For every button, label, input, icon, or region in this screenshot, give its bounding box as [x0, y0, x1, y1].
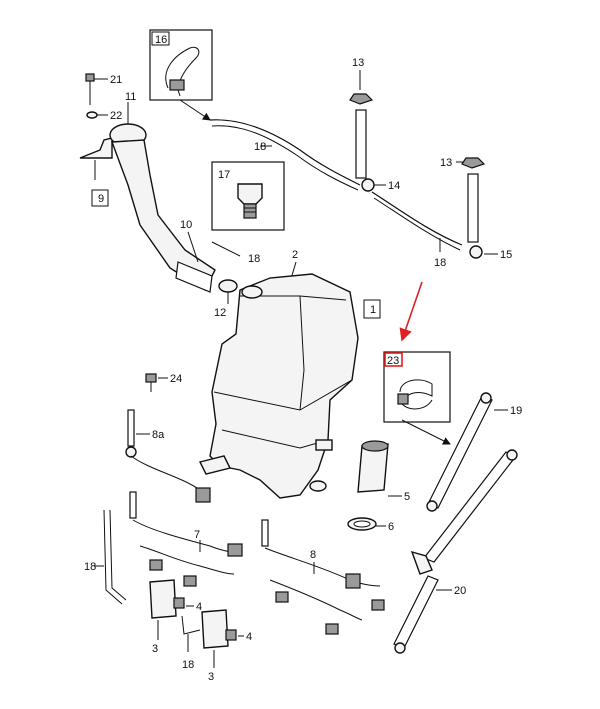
pump-5: 5 6: [347, 440, 410, 533]
callout-18-right: 18: [434, 257, 446, 269]
harness-7: 7: [129, 491, 243, 587]
callout-13-right: 13: [440, 157, 452, 169]
callout-4-upper: 4: [196, 601, 202, 613]
callout-8a: 8a: [152, 429, 165, 441]
callout-3-right: 3: [208, 671, 214, 683]
callout-4-lower: 4: [246, 631, 252, 643]
callout-21: 21: [110, 74, 122, 86]
callout-7: 7: [194, 529, 200, 541]
bolt-24: 24: [145, 373, 182, 392]
upper-hoses: 18 13 14 13 15 18: [209, 57, 512, 269]
callout-18-bottom: 18: [182, 659, 194, 671]
inset-fitting: 17 18: [211, 161, 285, 265]
callout-8: 8: [310, 549, 316, 561]
inset-cable-tie: 16: [149, 29, 213, 121]
callout-2: 2: [292, 249, 298, 261]
callout-22: 22: [110, 110, 122, 122]
callout-18-left: 18: [84, 561, 96, 573]
callout-14: 14: [388, 180, 400, 192]
callout-10: 10: [180, 219, 192, 231]
motors-3-4: 18 4 3 4 3 18: [84, 509, 252, 683]
callout-5: 5: [404, 491, 410, 503]
callout-24: 24: [170, 373, 182, 385]
callout-3-left: 3: [152, 643, 158, 655]
callout-12: 12: [214, 307, 226, 319]
callout-15: 15: [500, 249, 512, 261]
callout-11: 11: [125, 91, 136, 103]
callout-23: 23: [387, 355, 399, 367]
hoses-19-20: 19 20: [393, 392, 522, 654]
callout-6: 6: [388, 521, 394, 533]
washer-reservoir: 2 1: [198, 249, 381, 499]
highlighted-part-23: 23: [383, 281, 451, 445]
callout-1: 1: [370, 304, 376, 316]
callout-18-mid: 18: [248, 253, 260, 265]
callout-9: 9: [98, 193, 104, 205]
callout-17: 17: [218, 169, 230, 181]
callout-13-left: 13: [352, 57, 364, 69]
callout-18-top: 18: [254, 141, 266, 153]
filler-neck: 21 22 11 9 12 10: [79, 73, 238, 319]
callout-19: 19: [510, 405, 522, 417]
harness-8: 8: [261, 519, 385, 635]
level-sensor-8a: 8a: [125, 409, 211, 503]
callout-16: 16: [155, 34, 167, 46]
callout-20: 20: [454, 585, 466, 597]
